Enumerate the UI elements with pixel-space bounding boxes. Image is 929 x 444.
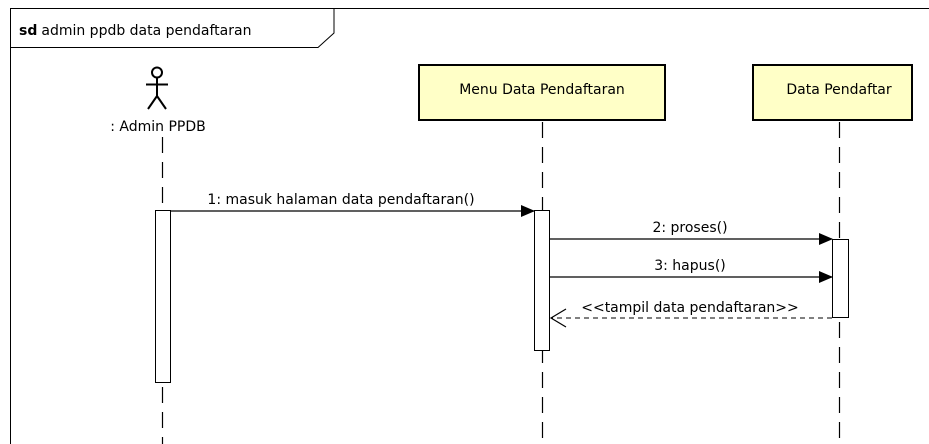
activation-data [832,239,849,318]
participant-menu-box [418,64,666,121]
frame-name-tab [10,8,335,48]
activation-menu [534,210,550,351]
message-2-label: 2: proses() [652,220,727,236]
message-1: 1: masuk halaman data pendaftaran() [171,192,535,217]
message-1-label: 1: masuk halaman data pendaftaran() [207,192,474,208]
frame-keyword: sd [19,23,37,39]
message-3-label: 3: hapus() [654,258,726,274]
stick-figure-actor-icon [146,66,168,110]
participant-menu: Menu Data Pendaftaran [418,64,666,121]
return-message-label: <<tampil data pendaftaran>> [581,300,799,316]
frame-name: admin ppdb data pendaftaran [41,23,251,39]
participant-data: Data Pendaftar [752,64,913,121]
participant-admin-label: : Admin PPDB [110,119,206,135]
message-3: 3: hapus() [550,258,833,283]
participant-menu-label: Menu Data Pendaftaran [459,82,625,98]
participant-admin: : Admin PPDB [110,66,206,135]
message-2: 2: proses() [550,220,833,245]
return-arrowhead-icon [549,308,567,328]
participant-data-box [752,64,913,121]
activation-admin [155,210,171,383]
return-message: <<tampil data pendaftaran>> [549,300,832,328]
participant-data-label: Data Pendaftar [786,82,892,98]
